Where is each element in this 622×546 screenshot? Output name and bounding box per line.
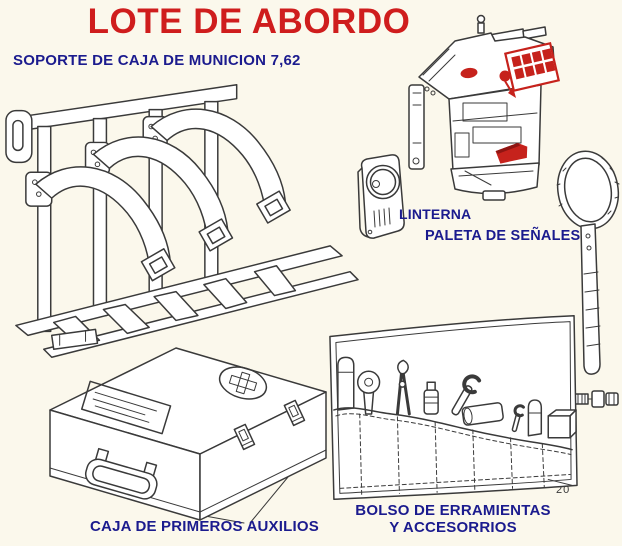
tool-ratchet [356, 370, 381, 415]
mount-highlights [460, 41, 561, 164]
tool-socket [423, 381, 439, 415]
first-aid-body [49, 347, 327, 521]
flashlight-label: LINTERNA [399, 206, 472, 222]
tool-bag-label: BOLSO DE ERRAMIENTAS Y ACCESORRIOS [342, 502, 564, 536]
tool-roll-tools [337, 356, 577, 439]
tool-bag-label-line2: Y ACCESORRIOS [389, 518, 517, 536]
first-aid-handle [84, 447, 158, 500]
tool-wrench-large [451, 374, 482, 416]
paddle-handle [580, 223, 601, 375]
first-aid-box-label: CAJA DE PRIMEROS AUXILIOS [90, 518, 319, 535]
tool-pliers [395, 359, 411, 416]
tool-roll-pockets [333, 407, 573, 496]
tool-cylinder-2 [527, 399, 543, 437]
flashlight-illustration [357, 154, 405, 239]
first-aid-latches [233, 399, 306, 451]
rack-base-frame [15, 245, 359, 358]
small-adapter-illustration [573, 390, 619, 408]
paddle-disc [556, 150, 620, 230]
ammo-rack-illustration [5, 84, 359, 358]
rack-strap-buckles [140, 190, 291, 282]
ammo-rack-label: SOPORTE DE CAJA DE MUNICION 7,62 [13, 52, 301, 69]
mount-body [408, 14, 556, 201]
mount-keypad [503, 41, 561, 93]
first-aid-label-plate [80, 380, 172, 435]
gun-mount-illustration [408, 14, 561, 201]
tool-roll-illustration [329, 314, 578, 501]
first-aid-box-illustration [49, 347, 327, 524]
tool-bag-label-line1: BOLSO DE ERRAMIENTAS [355, 502, 551, 519]
tool-box [547, 409, 577, 439]
signal-paddle-label: PALETA DE SEÑALES [425, 228, 581, 244]
first-aid-cross-emblem [218, 366, 268, 400]
signal-paddle-illustration [556, 150, 620, 375]
rack-back-rail [5, 84, 238, 164]
tool-tin [461, 402, 504, 426]
tool-wrench-small [511, 404, 525, 433]
flashlight-lens [365, 164, 401, 200]
page-title: LOTE DE ABORDO [87, 2, 411, 41]
tool-cylinder-1 [337, 356, 355, 411]
